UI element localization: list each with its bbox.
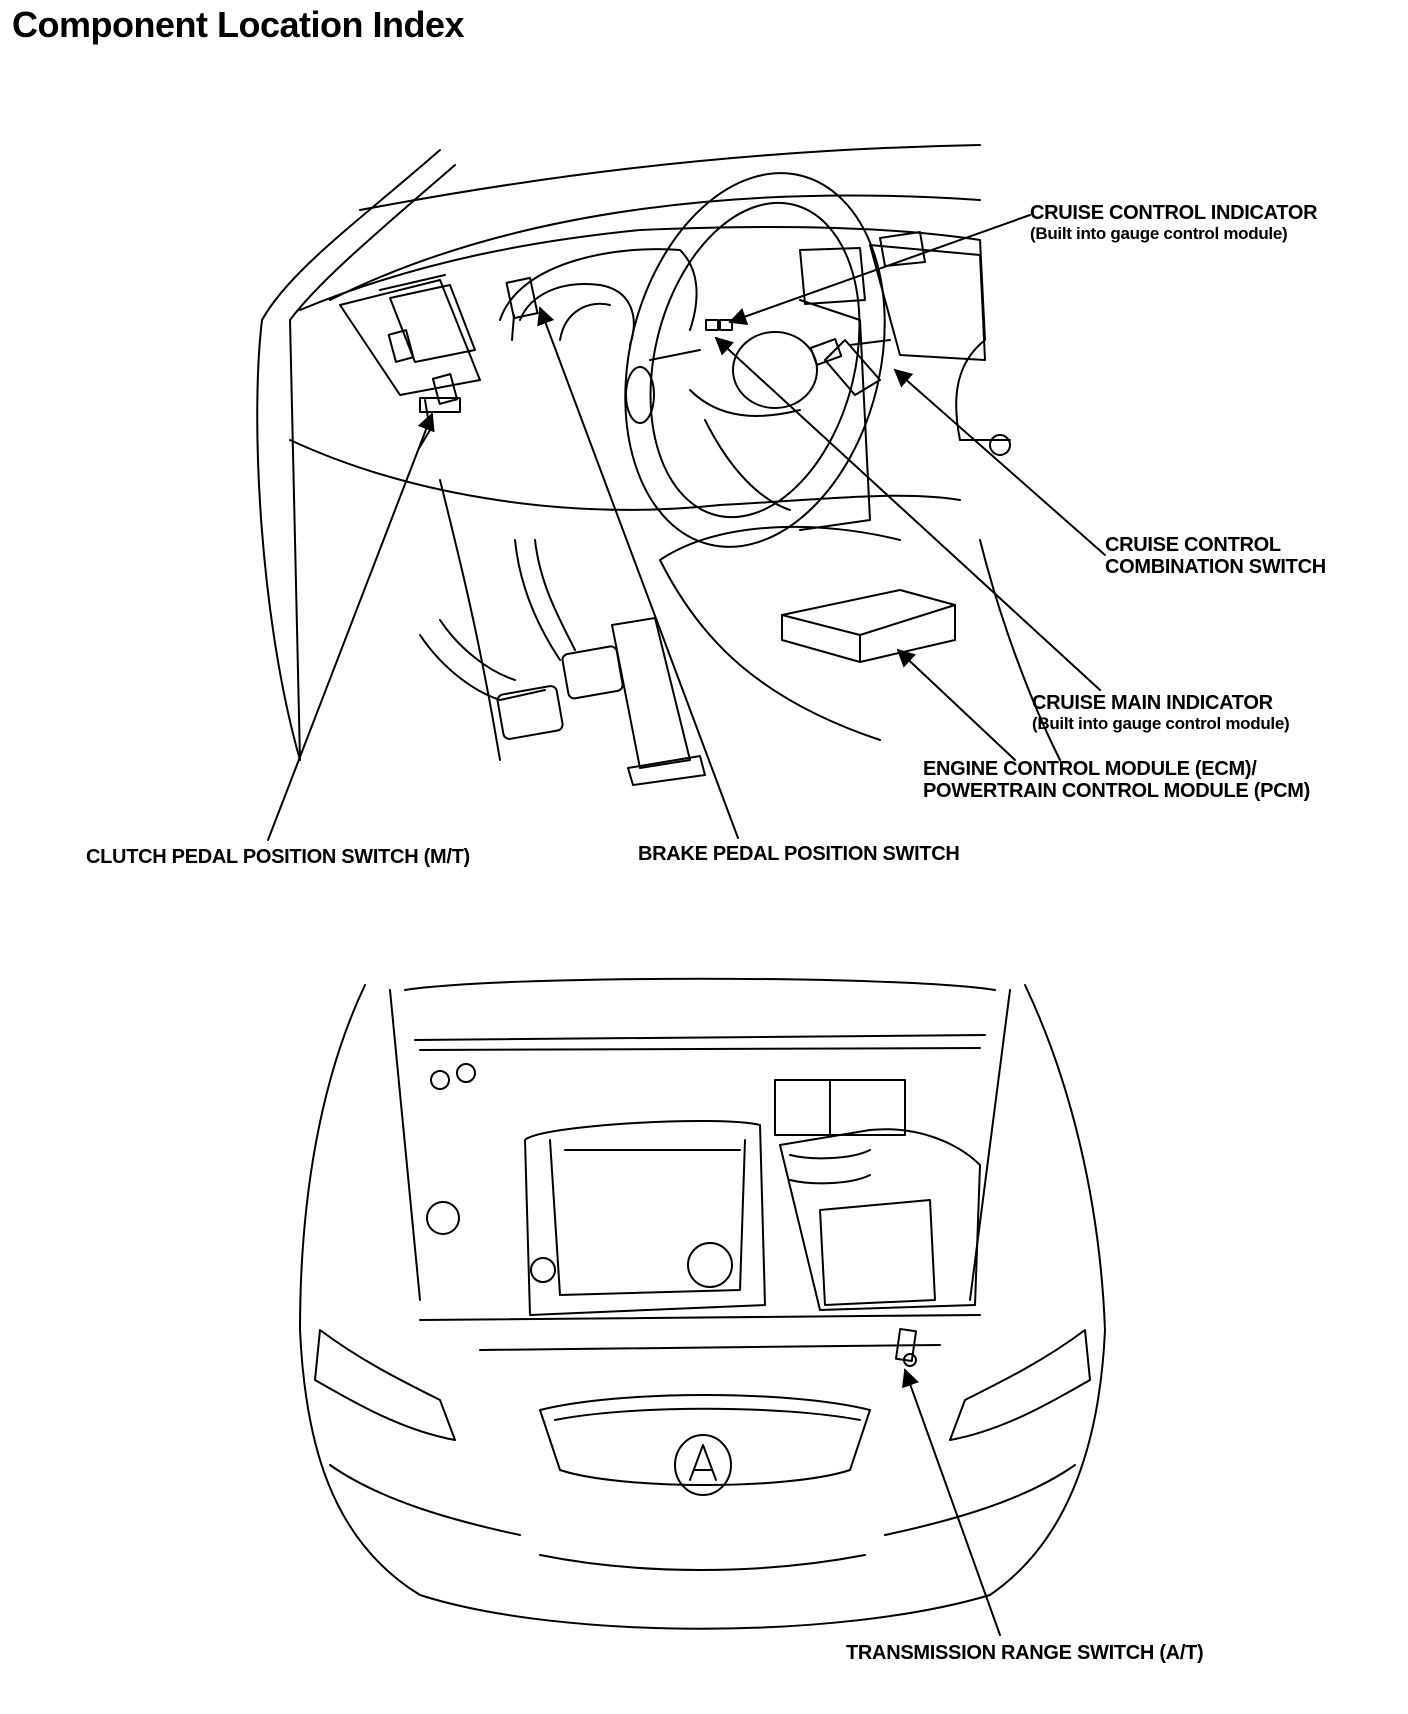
label-brake-pedal-position-switch: BRAKE PEDAL POSITION SWITCH xyxy=(638,843,960,865)
top-leader-lines xyxy=(267,214,1106,841)
engine-bay-illustration xyxy=(299,977,1106,1630)
page-title: Component Location Index xyxy=(12,4,465,45)
label-cruise-control-combination-switch: CRUISE CONTROL COMBINATION SWITCH xyxy=(1105,534,1326,578)
label-cruise-main-indicator: CRUISE MAIN INDICATOR (Built into gauge … xyxy=(1032,692,1290,733)
pedal-assembly xyxy=(387,276,706,786)
bottom-leader-lines xyxy=(901,1368,1001,1636)
ecm-pcm-box xyxy=(781,589,956,663)
label-ecm-pcm: ENGINE CONTROL MODULE (ECM)/ POWERTRAIN … xyxy=(923,758,1310,802)
steering-wheel xyxy=(624,172,891,548)
dashboard-illustration xyxy=(256,144,1061,761)
label-cruise-control-indicator: CRUISE CONTROL INDICATOR (Built into gau… xyxy=(1030,202,1318,243)
label-transmission-range-switch: TRANSMISSION RANGE SWITCH (A/T) xyxy=(846,1642,1204,1664)
label-clutch-pedal-position-switch: CLUTCH PEDAL POSITION SWITCH (M/T) xyxy=(86,846,470,868)
